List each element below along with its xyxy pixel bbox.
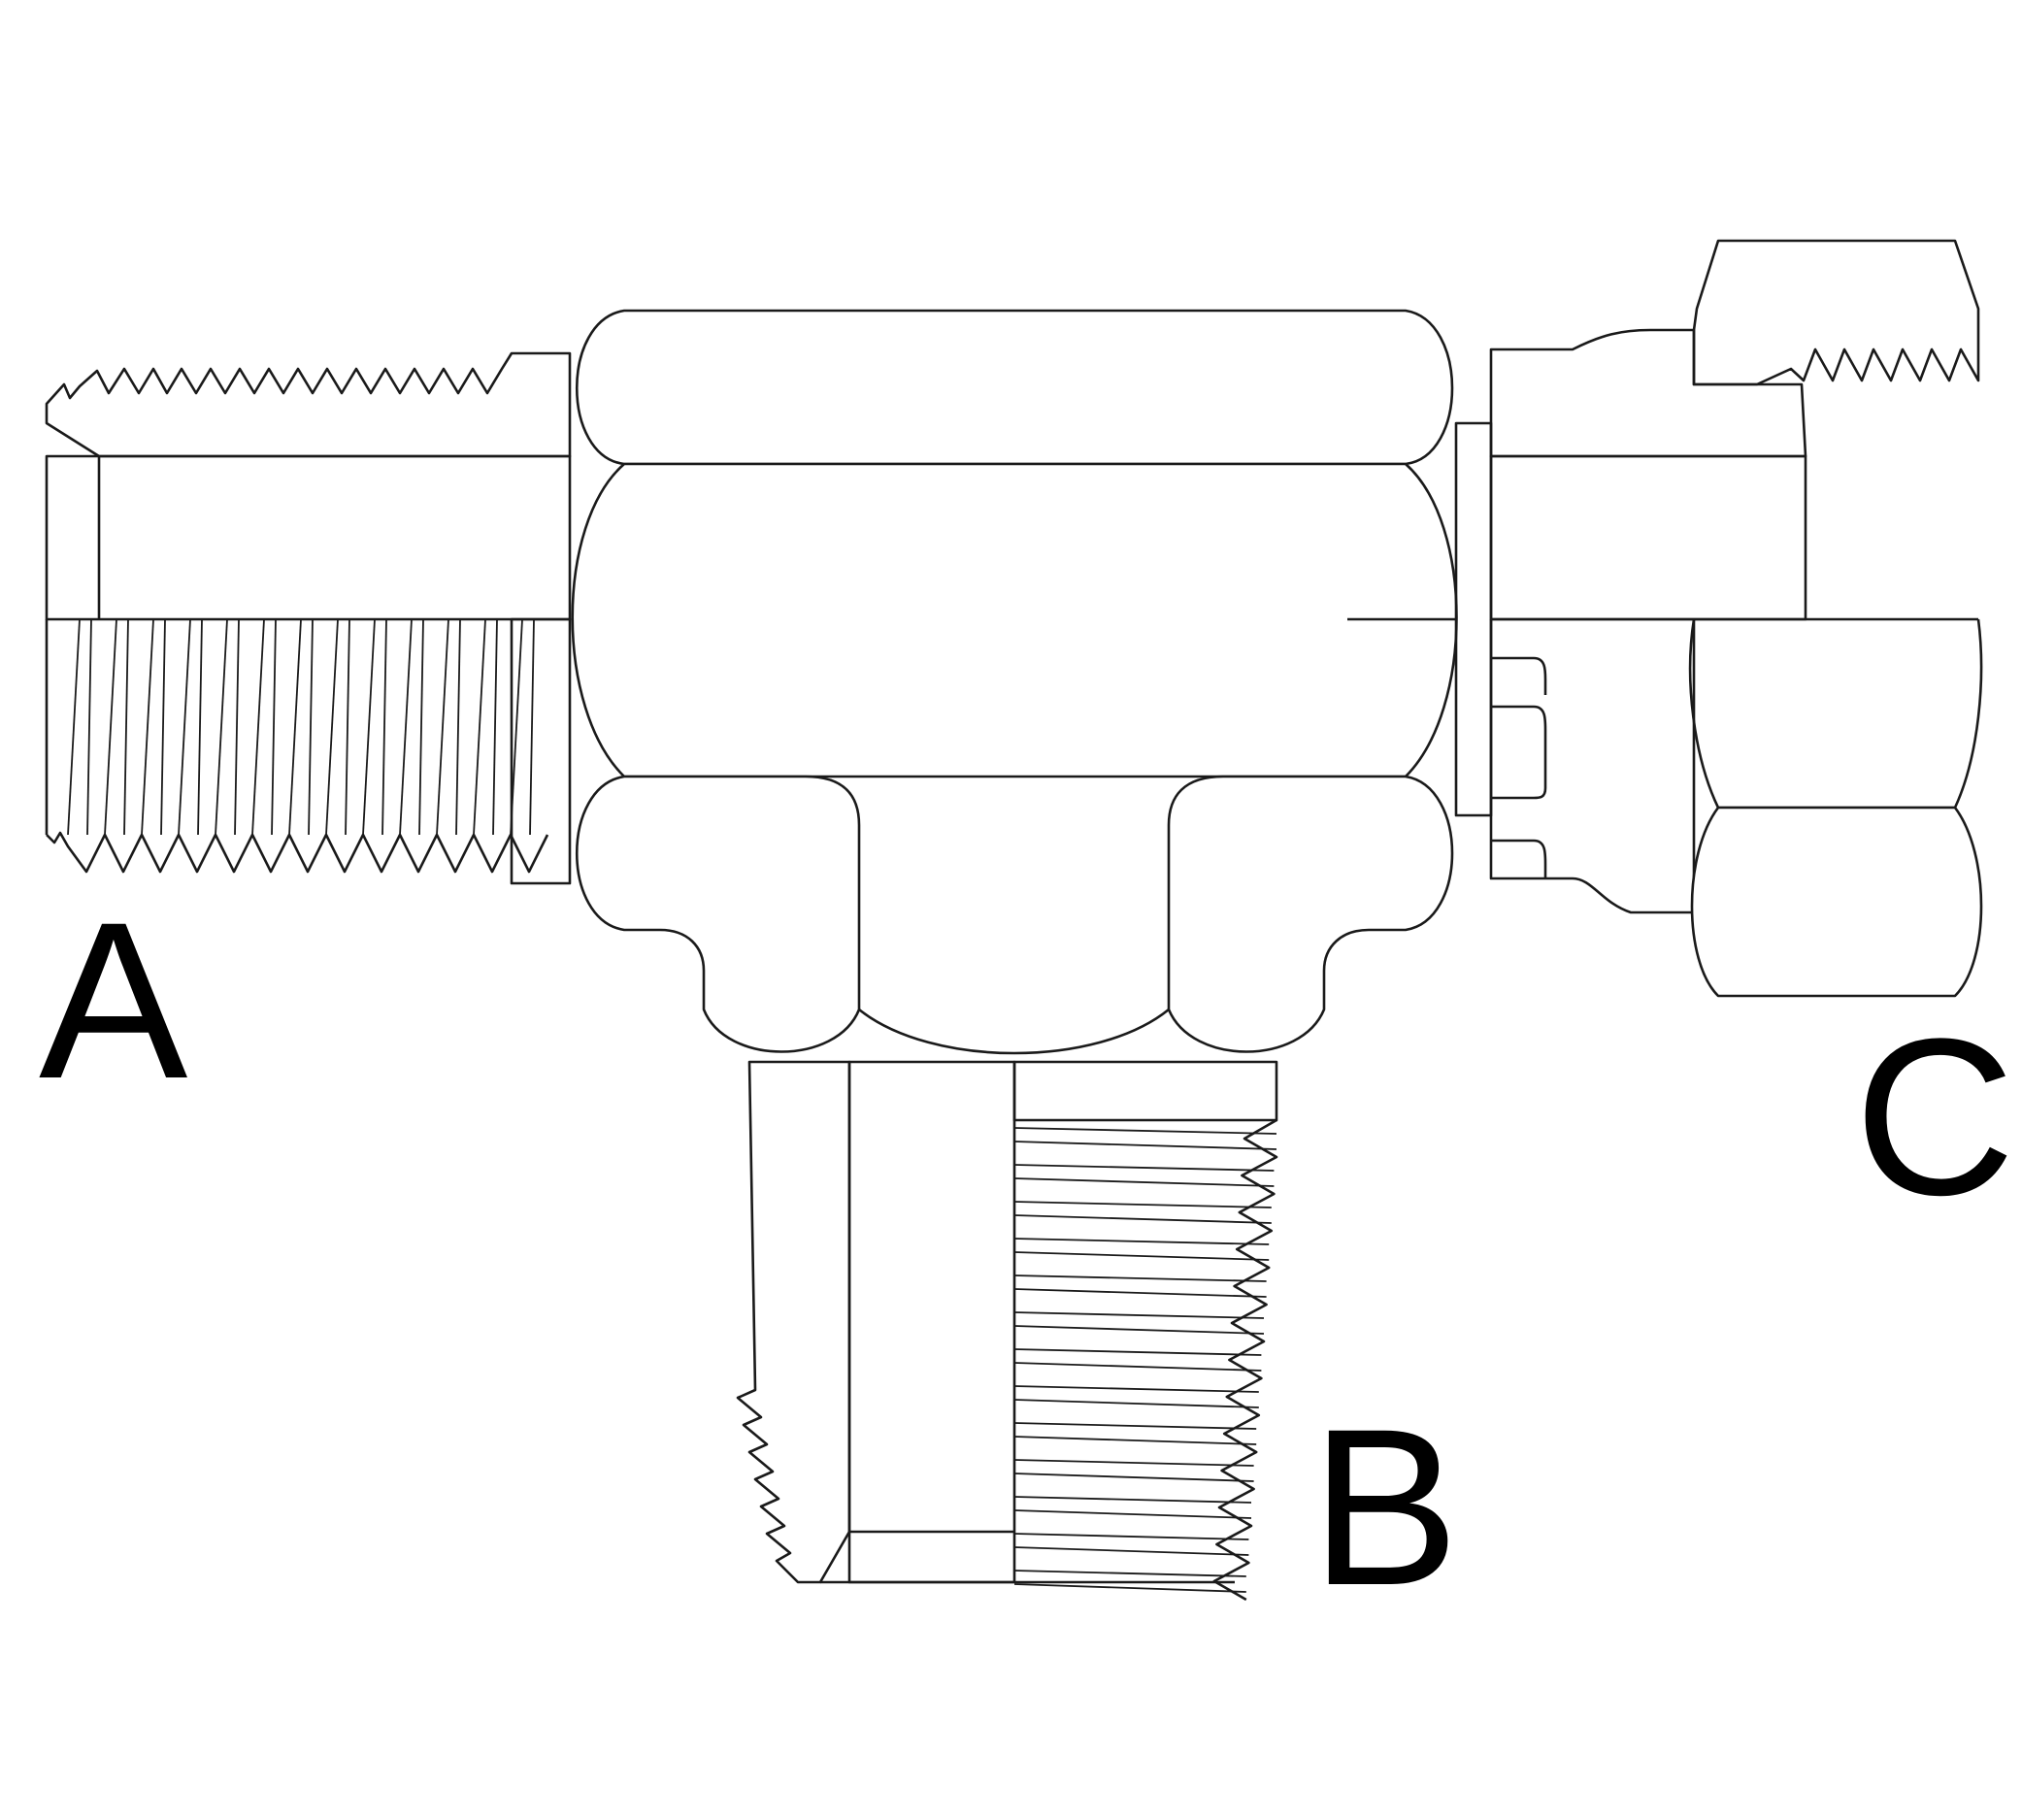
port-b-thread-view [1013, 1118, 1278, 1602]
label-port-a: A [39, 876, 187, 1125]
label-port-b: B [1310, 1382, 1459, 1632]
label-port-c: C [1854, 992, 2015, 1241]
port-c-swivel-nut [1454, 239, 1983, 998]
port-a-male-thread [45, 351, 572, 885]
tee-body [571, 309, 1458, 1055]
port-a-thread-view [45, 618, 549, 874]
port-b-male-thread [736, 1060, 1278, 1602]
